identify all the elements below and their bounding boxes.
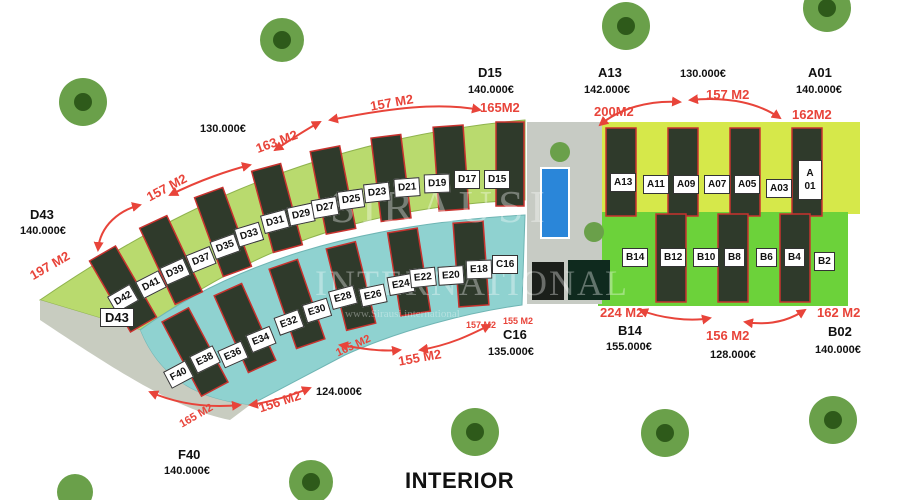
- unit-label[interactable]: E18: [465, 259, 493, 280]
- unit-label[interactable]: A05: [734, 175, 761, 194]
- group-area-b-mid: 156 M2: [706, 328, 750, 343]
- unit-label[interactable]: E20: [437, 265, 465, 286]
- outer-path: [40, 300, 250, 420]
- group-price-e-left: 124.000€: [316, 386, 362, 398]
- group-code-a01: A01: [808, 65, 832, 80]
- group-code-d15: D15: [478, 65, 502, 80]
- unit-label[interactable]: D23: [363, 181, 392, 204]
- group-area-d15: 165M2: [480, 100, 520, 115]
- group-price-f40: 140.000€: [164, 465, 210, 477]
- swimming-pool: [540, 167, 570, 239]
- unit-label-d43-end[interactable]: D43: [100, 308, 134, 327]
- unit-label[interactable]: D25: [336, 188, 366, 211]
- group-code-a13: A13: [598, 65, 622, 80]
- group-code-c16: C16: [503, 327, 527, 342]
- pool-house-2: [568, 260, 610, 300]
- group-price-d15: 140.000€: [468, 84, 514, 96]
- unit-label[interactable]: B2: [814, 252, 835, 271]
- unit-label[interactable]: A03: [766, 179, 793, 198]
- unit-label[interactable]: B8: [724, 248, 745, 267]
- watermark-line3: www.Sirausi.international: [345, 308, 460, 320]
- unit-label[interactable]: C16: [492, 255, 519, 274]
- unit-label[interactable]: A09: [673, 175, 700, 194]
- group-code-b14: B14: [618, 323, 642, 338]
- unit-label[interactable]: A 01: [798, 160, 822, 200]
- group-price-b02: 140.000€: [815, 344, 861, 356]
- group-code-b02: B02: [828, 324, 852, 339]
- unit-label[interactable]: A13: [610, 173, 637, 192]
- unit-label[interactable]: D21: [393, 177, 421, 198]
- unit-label[interactable]: B10: [693, 248, 720, 267]
- group-area-c16-a: 157 M2: [466, 320, 497, 330]
- group-area-b02: 162 M2: [817, 305, 861, 320]
- group-price-a-mid: 130.000€: [680, 68, 726, 80]
- unit-label[interactable]: B12: [660, 248, 687, 267]
- d-row-blocks: [88, 121, 525, 334]
- unit-label[interactable]: B4: [784, 248, 805, 267]
- page-title: INTERIOR: [405, 468, 515, 493]
- group-area-a-mid: 157 M2: [706, 87, 750, 102]
- pool-house-1: [532, 262, 564, 300]
- unit-label[interactable]: B6: [756, 248, 777, 267]
- unit-label[interactable]: D15: [484, 170, 511, 189]
- group-price-b14: 155.000€: [606, 341, 652, 353]
- group-price-a01: 140.000€: [796, 84, 842, 96]
- group-price-d-mid-left: 130.000€: [200, 123, 246, 135]
- dimension-arrows: [93, 94, 807, 411]
- group-code-d43: D43: [30, 207, 54, 222]
- unit-label[interactable]: A07: [704, 175, 731, 194]
- group-area-c16-b: 155 M2: [503, 316, 534, 326]
- palm-tree-icon: [57, 0, 857, 500]
- group-area-b14: 224 M2: [600, 305, 644, 320]
- group-area-a01: 162M2: [792, 107, 832, 122]
- group-area-a13: 200M2: [594, 104, 634, 119]
- unit-label[interactable]: E22: [409, 266, 437, 289]
- unit-label[interactable]: B14: [622, 248, 649, 267]
- group-price-c16: 135.000€: [488, 346, 534, 358]
- unit-label[interactable]: D19: [423, 173, 451, 194]
- group-price-b-mid: 128.000€: [710, 349, 756, 361]
- unit-label[interactable]: A11: [643, 175, 669, 194]
- group-price-a13: 142.000€: [584, 84, 630, 96]
- group-code-f40: F40: [178, 447, 201, 462]
- group-price-d43: 140.000€: [20, 225, 66, 237]
- unit-label[interactable]: D17: [454, 170, 481, 189]
